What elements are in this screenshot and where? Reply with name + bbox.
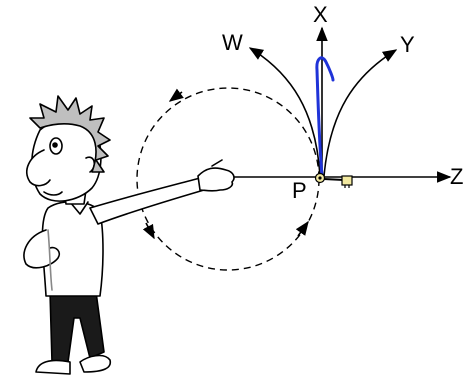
circle-arrow-bottom-left [142,222,155,240]
nose [26,149,51,187]
trousers [49,291,105,363]
label-w: W [222,30,243,55]
cartoon-man [23,95,235,375]
key-icon [314,172,353,188]
right-shoe [79,354,112,373]
left-shoe [35,359,71,375]
label-z: Z [450,164,463,189]
label-y: Y [400,32,415,57]
arm [89,177,205,225]
curve-y [323,49,398,177]
hand [197,167,235,192]
blue-path [315,56,335,178]
label-x: X [313,2,328,27]
circle-arrow-top-left [168,88,184,102]
circle-arrow-bottom-right [295,220,309,237]
curve-w [248,47,321,177]
hair [29,95,111,173]
label-p: P [292,178,307,203]
